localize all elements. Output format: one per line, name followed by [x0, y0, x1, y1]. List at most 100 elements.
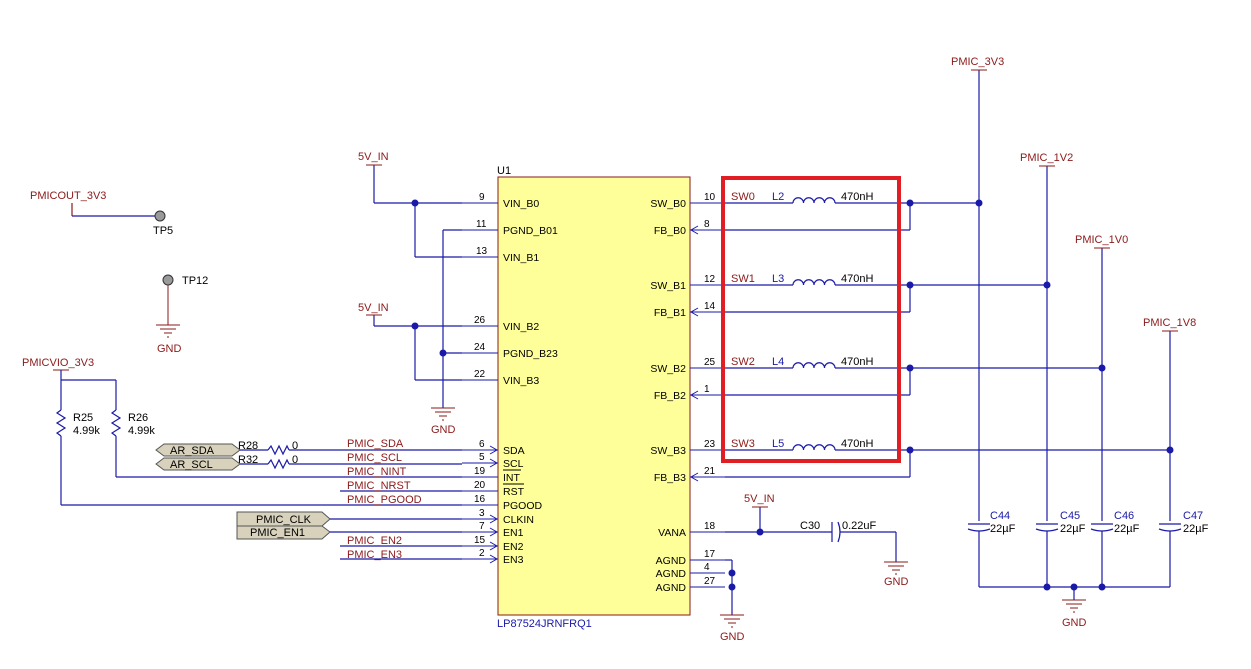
pin-no-22: 22 [474, 369, 486, 380]
ic-u1-ref: U1 [497, 165, 511, 177]
ic-right-pin-lines [689, 202, 725, 588]
testpoint-tp5[interactable] [154, 210, 166, 222]
output-caps [967, 521, 1182, 532]
pin-name-fb-b3: FB_B3 [654, 472, 686, 484]
r28-value: 0 [292, 440, 298, 452]
pin-name-agnd-4: AGND [656, 568, 687, 580]
pin-name-sw-b3: SW_B3 [650, 445, 686, 457]
gnd-icon [720, 614, 744, 628]
gnd-label-agnd: GND [720, 631, 745, 643]
c44-value: 22µF [990, 523, 1016, 535]
net-pmic-3v3: PMIC_3V3 [951, 56, 1004, 68]
net-sw0: SW0 [731, 191, 755, 203]
pin-no-26: 26 [474, 315, 486, 326]
gnd-label-caps: GND [1062, 617, 1087, 629]
ic-u1-body[interactable] [497, 176, 691, 616]
net-pmicout-3v3: PMICOUT_3V3 [30, 190, 106, 202]
resistor-r26[interactable] [110, 409, 122, 437]
l3-ref: L3 [772, 273, 784, 285]
l2-ref: L2 [772, 191, 784, 203]
pullup-wiring [60, 370, 462, 506]
capacitor-c30[interactable] [831, 521, 841, 543]
resistor-r28[interactable] [267, 444, 290, 456]
l5-ref: L5 [772, 438, 784, 450]
pin-no-17: 17 [704, 549, 716, 560]
r25-value: 4.99k [73, 425, 100, 437]
pin-name-pgnd-b01: PGND_B01 [503, 225, 558, 237]
c44-ref: C44 [990, 510, 1010, 522]
net-5v-in-mid: 5V_IN [358, 302, 389, 314]
port-pmic-en1[interactable] [236, 525, 331, 540]
c47-value: 22µF [1183, 523, 1209, 535]
testpoint-tp12[interactable] [162, 274, 174, 286]
i2c-wiring [240, 449, 462, 465]
tp5-label: TP5 [153, 225, 173, 237]
ic-left-pin-lines [462, 202, 524, 564]
l4-value: 470nH [841, 356, 873, 368]
pin-no-15: 15 [474, 535, 486, 546]
pin-name-sda: SDA [503, 445, 525, 457]
net-pmic-nrst: PMIC_NRST [347, 480, 411, 492]
r26-ref: R26 [128, 412, 148, 424]
pin-name-fb-b2: FB_B2 [654, 390, 686, 402]
resistor-r25[interactable] [55, 409, 67, 437]
net-pmic-1v2: PMIC_1V2 [1020, 152, 1073, 164]
pin-name-fb-b0: FB_B0 [654, 225, 686, 237]
net-sw2: SW2 [731, 356, 755, 368]
pin-no-13: 13 [476, 246, 488, 257]
r25-ref: R25 [73, 412, 93, 424]
pin-no-24: 24 [474, 342, 486, 353]
inductor-l5[interactable] [792, 444, 836, 451]
pin-name-pgood: PGOOD [503, 500, 543, 512]
net-sw3: SW3 [731, 438, 755, 450]
r32-value: 0 [292, 454, 298, 466]
pin-no-9: 9 [479, 192, 485, 203]
net-pmic-en2: PMIC_EN2 [347, 535, 402, 547]
net-pmic-nint: PMIC_NINT [347, 466, 407, 478]
gnd-icon [431, 407, 455, 421]
gnd-icon [156, 324, 180, 338]
net-pmicvio-3v3: PMICVIO_3V3 [22, 357, 94, 369]
pin-name-sw-b2: SW_B2 [650, 363, 686, 375]
c46-value: 22µF [1114, 523, 1140, 535]
pin-no-12: 12 [704, 274, 716, 285]
c30-ref: C30 [800, 520, 820, 532]
pin-name-en1: EN1 [503, 527, 524, 539]
ic-u1-part: LP87524JRNFRQ1 [497, 618, 592, 630]
inductor-l3[interactable] [792, 279, 836, 286]
l4-ref: L4 [772, 356, 784, 368]
pin-name-scl: SCL [503, 458, 524, 470]
net-5v-in-vana: 5V_IN [744, 493, 775, 505]
pin-no-20: 20 [474, 480, 486, 491]
l2-value: 470nH [841, 191, 873, 203]
r26-value: 4.99k [128, 425, 155, 437]
gnd-icon [1062, 599, 1086, 613]
pin-no-27: 27 [704, 576, 716, 587]
inductor-l4[interactable] [792, 362, 836, 369]
net-pmic-sda: PMIC_SDA [347, 438, 404, 450]
tp12-label: TP12 [182, 275, 208, 287]
pin-no-1: 1 [704, 384, 710, 395]
pin-no-23: 23 [704, 439, 716, 450]
net-pmic-1v8: PMIC_1V8 [1143, 317, 1196, 329]
pin-no-25: 25 [704, 357, 716, 368]
resistor-r32[interactable] [267, 458, 290, 470]
c45-ref: C45 [1060, 510, 1080, 522]
pin-name-vin-b0: VIN_B0 [503, 198, 539, 210]
inductor-l2[interactable] [792, 197, 836, 204]
c30-value: 0.22uF [842, 520, 877, 532]
pin-no-7: 7 [479, 521, 485, 532]
pin-name-sw-b1: SW_B1 [650, 280, 686, 292]
port-pmic-clk[interactable] [236, 511, 331, 527]
pin-no-18: 18 [704, 521, 716, 532]
pin-name-fb-b1: FB_B1 [654, 307, 686, 319]
l5-value: 470nH [841, 438, 873, 450]
c45-value: 22µF [1060, 523, 1086, 535]
pin-name-int: INT [503, 472, 521, 484]
pin-no-21: 21 [704, 466, 716, 477]
pin-name-vin-b1: VIN_B1 [503, 252, 539, 264]
pin-name-rst: RST [503, 486, 525, 498]
vin-wiring [373, 165, 462, 408]
gnd-icon [884, 561, 908, 575]
gnd-label-pgnd: GND [431, 424, 456, 436]
